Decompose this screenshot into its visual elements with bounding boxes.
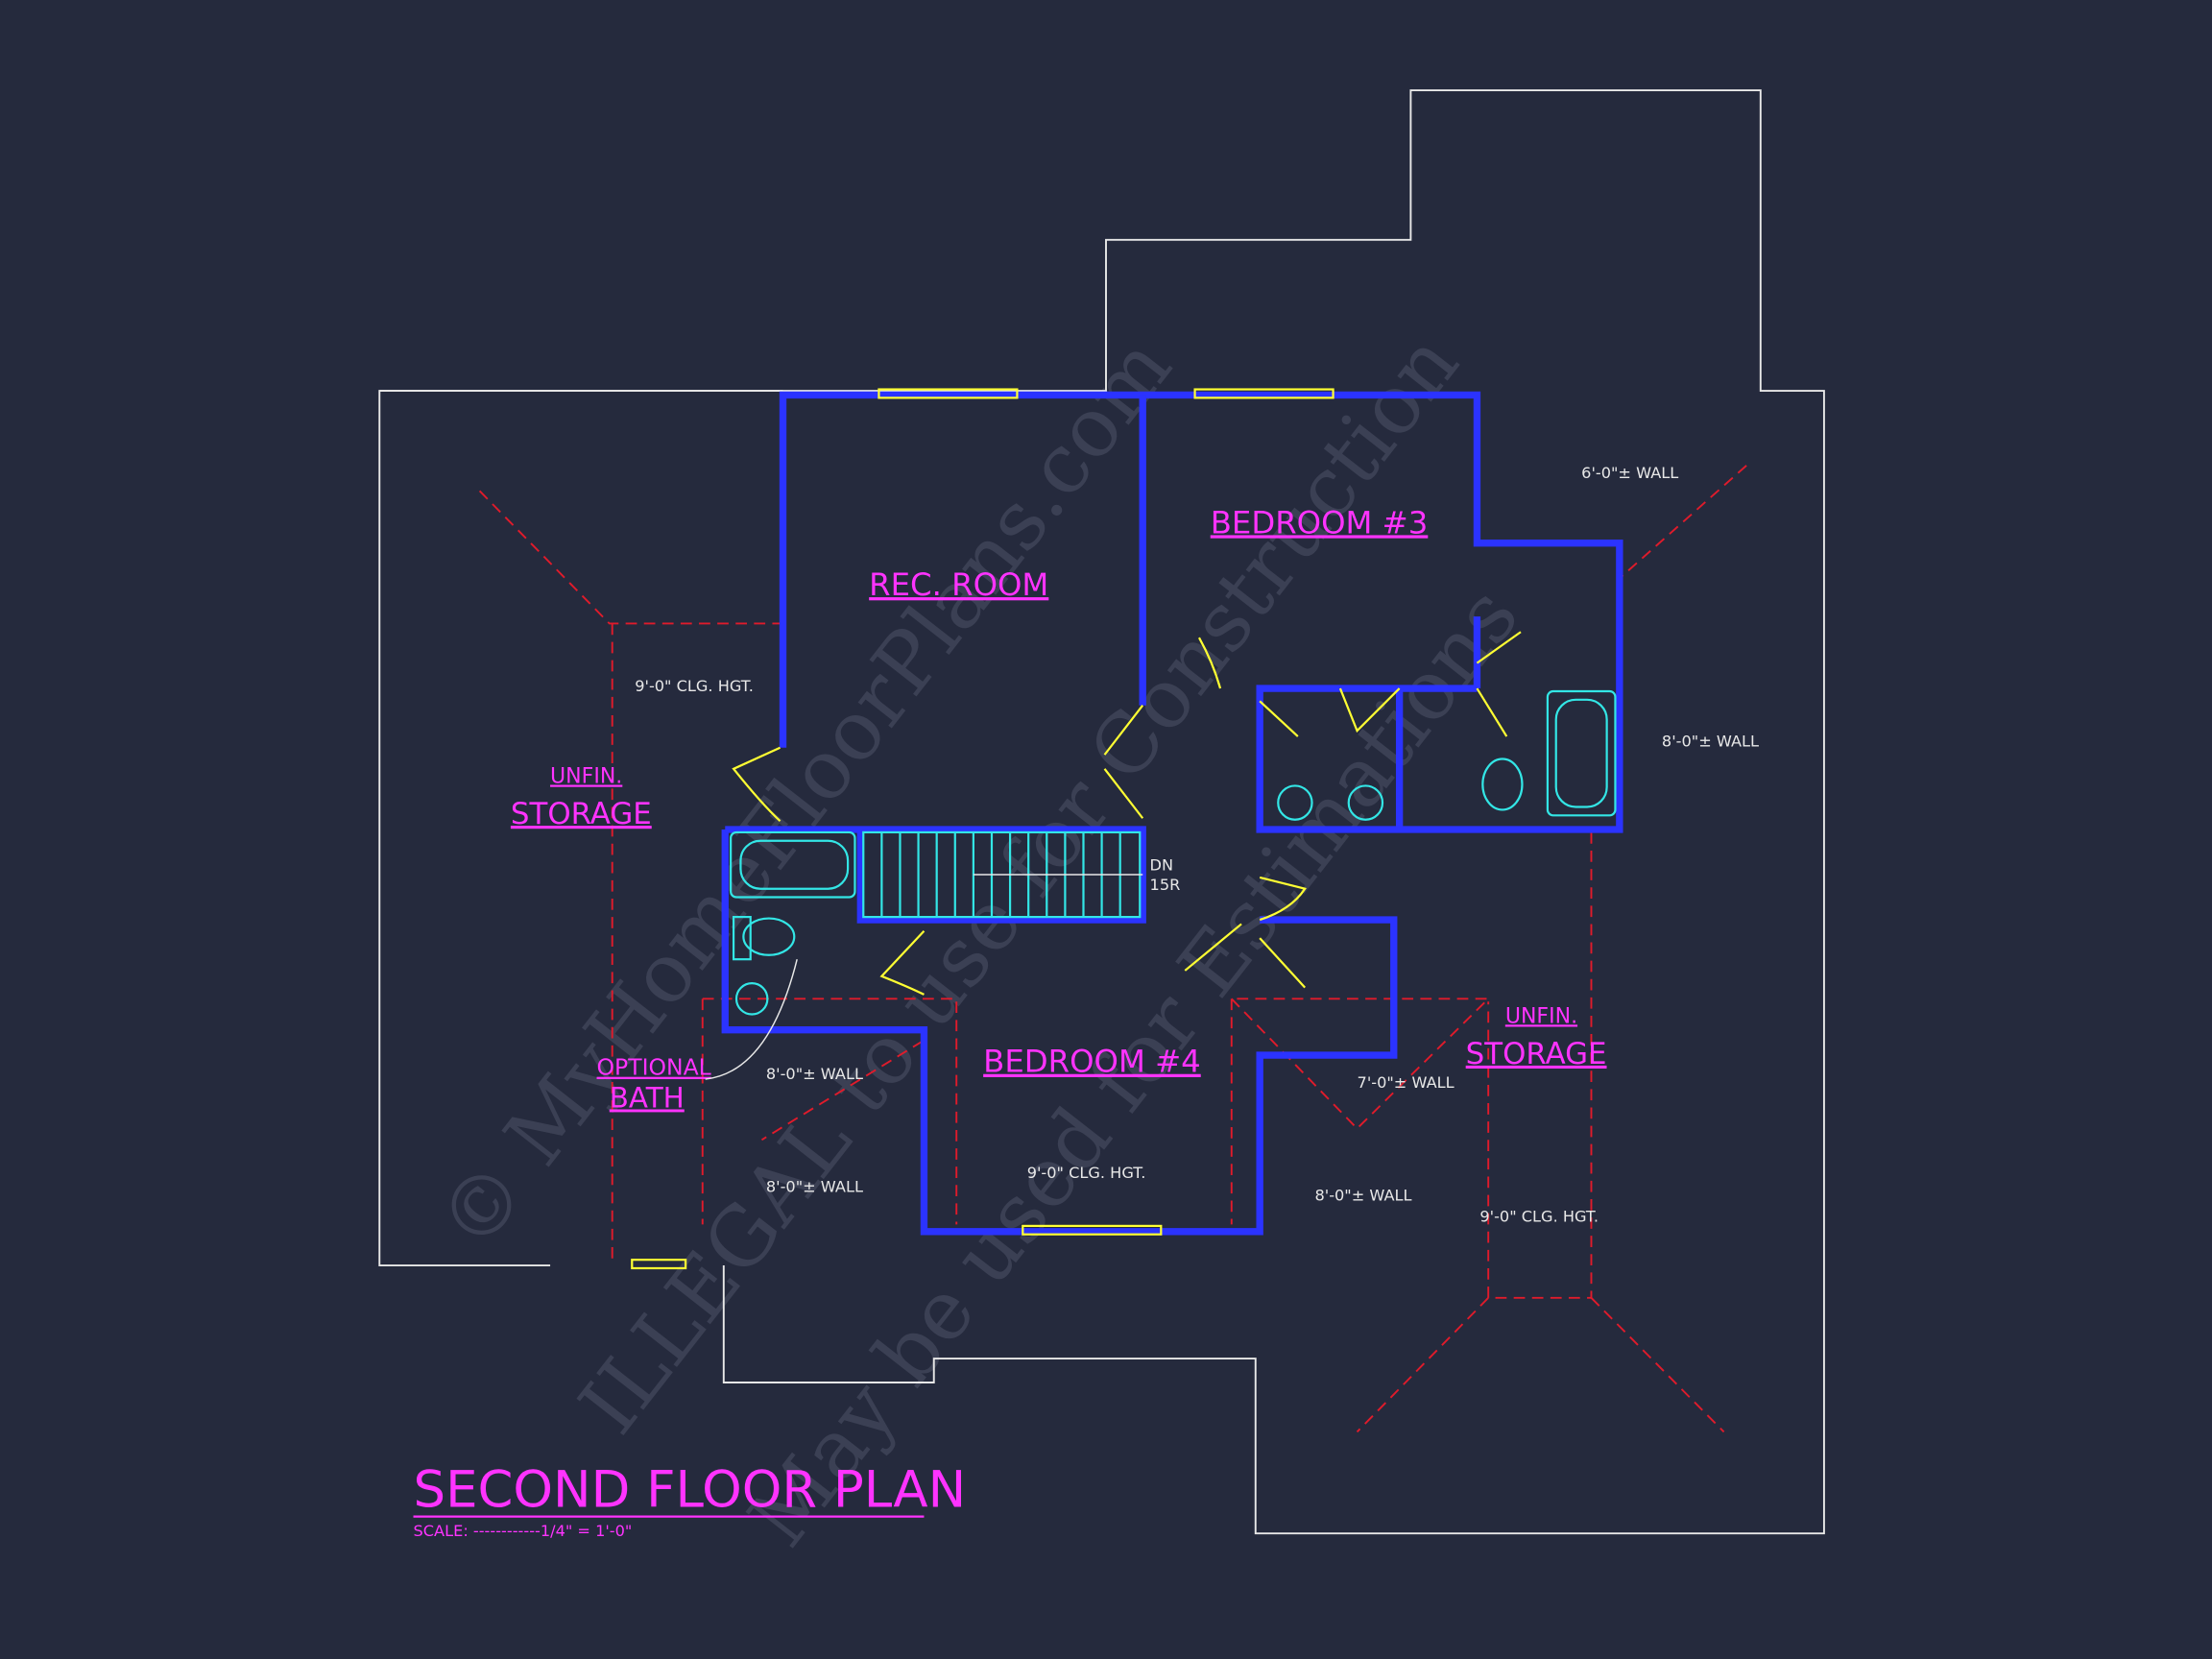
wall-6: 6'-0"± WALL [1581,464,1678,482]
bathtub-right [1546,689,1617,817]
room-labels: REC. ROOM BEDROOM #3 BEDROOM #4 UNFIN. S… [511,504,1607,1114]
hip-lines [478,465,1747,1433]
stairs[interactable]: DN 15R [862,830,1181,919]
bathtub-left [730,830,856,899]
sink-right-2 [1347,784,1384,821]
windows [631,388,1334,1270]
wall-7: 7'-0"± WALL [1358,1073,1455,1092]
stair-risers-label: 15R [1150,876,1181,894]
unfin-right-label: UNFIN. [1505,1004,1577,1028]
notes: 9'-0" CLG. HGT. 9'-0" CLG. HGT. 9'-0" CL… [635,464,1759,1225]
storage-left-label: STORAGE [511,797,652,831]
storage-right-label: STORAGE [1466,1037,1607,1071]
clg-left: 9'-0" CLG. HGT. [635,677,754,695]
doors [732,631,1522,996]
optional-label: OPTIONAL [597,1054,711,1081]
sink-left [734,982,769,1016]
stair-dn-label: DN [1150,856,1174,875]
rec-room-label: REC. ROOM [869,566,1048,603]
sink-right-1 [1277,784,1313,821]
toilet-left [742,917,796,956]
clg-bed4: 9'-0" CLG. HGT. [1027,1164,1146,1182]
bedroom4-label: BEDROOM #4 [983,1044,1201,1080]
clg-right: 9'-0" CLG. HGT. [1479,1207,1599,1225]
wall-8-c: 8'-0"± WALL [1314,1186,1411,1204]
roof-outline-main [379,89,1825,1535]
unfin-left-label: UNFIN. [550,765,622,789]
wall-8-right: 8'-0"± WALL [1662,732,1759,750]
wall-8-b: 8'-0"± WALL [766,1178,863,1196]
plan-scale: SCALE: ------------1/4" = 1'-0" [414,1522,633,1540]
toilet-right [1481,757,1524,811]
wall-8-a: 8'-0"± WALL [766,1065,863,1083]
plan-title: SECOND FLOOR PLAN [414,1460,967,1519]
walls [721,391,1623,1236]
bedroom3-label: BEDROOM #3 [1211,504,1429,541]
fixtures [730,689,1617,1016]
bath-label: BATH [610,1081,685,1114]
